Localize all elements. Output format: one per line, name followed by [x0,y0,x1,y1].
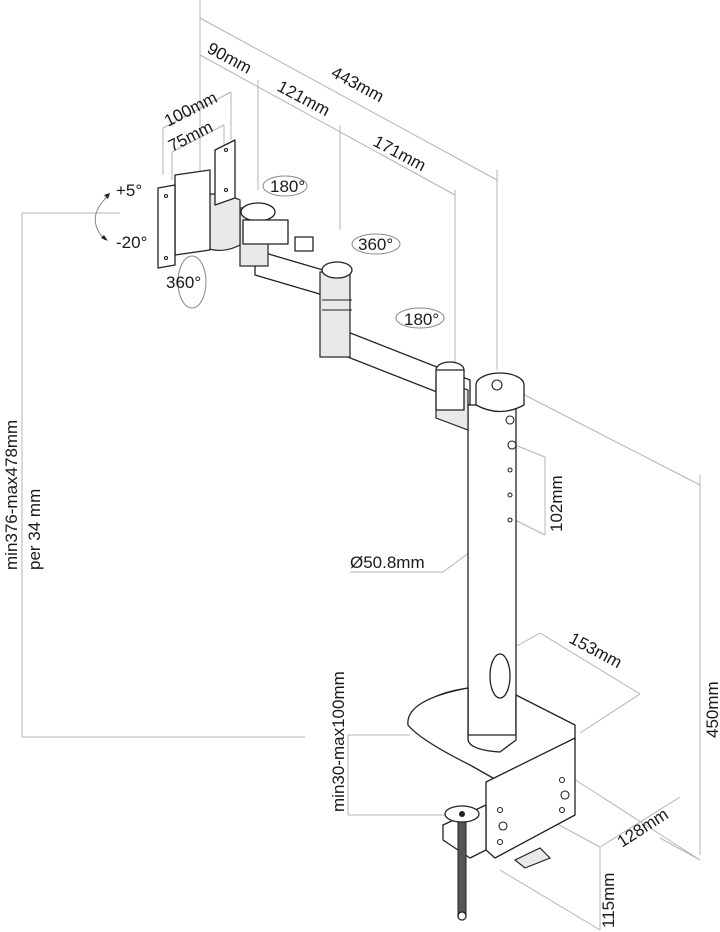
rotation-plate-indicator [177,255,207,309]
arm-assembly [157,139,525,431]
label-swivel-head: 180° [270,177,305,196]
label-swivel-middle: 360° [358,235,393,254]
label-pole-diameter: Ø50.8mm [350,553,425,572]
desk-clamp [407,687,576,921]
label-vesa-large: 100mm [161,88,220,131]
label-height-range: min376-max478mm [2,420,21,570]
swivel-base-indicator [395,307,445,329]
label-height-step: per 34 mm [25,489,44,570]
dimension-labels: 90mm 443mm 121mm 171mm 100mm 75mm +5° -2… [2,39,720,928]
dimension-lines [21,0,701,931]
swivel-middle-indicator [351,233,401,255]
label-arm-total: 443mm [328,63,387,106]
label-base-depth: 128mm [614,805,672,852]
label-hole-spacing: 102mm [547,475,566,532]
label-base-width: 153mm [566,629,625,672]
label-clamp-height: 115mm [599,873,618,928]
pole [467,404,517,736]
label-tilt-up: +5° [116,181,142,200]
label-arm-segment-2: 121mm [274,77,333,120]
label-arm-segment-1: 90mm [204,39,255,78]
label-rotation-plate: 360° [166,273,201,292]
label-tilt-down: -20° [116,233,147,252]
label-desk-thickness: min30-max100mm [329,671,348,812]
label-swivel-base: 180° [404,310,439,329]
label-pole-height: 450mm [703,681,720,738]
swivel-head-indicator [262,175,308,197]
tilt-indicator [94,195,109,241]
rotation-indicators [94,175,445,329]
